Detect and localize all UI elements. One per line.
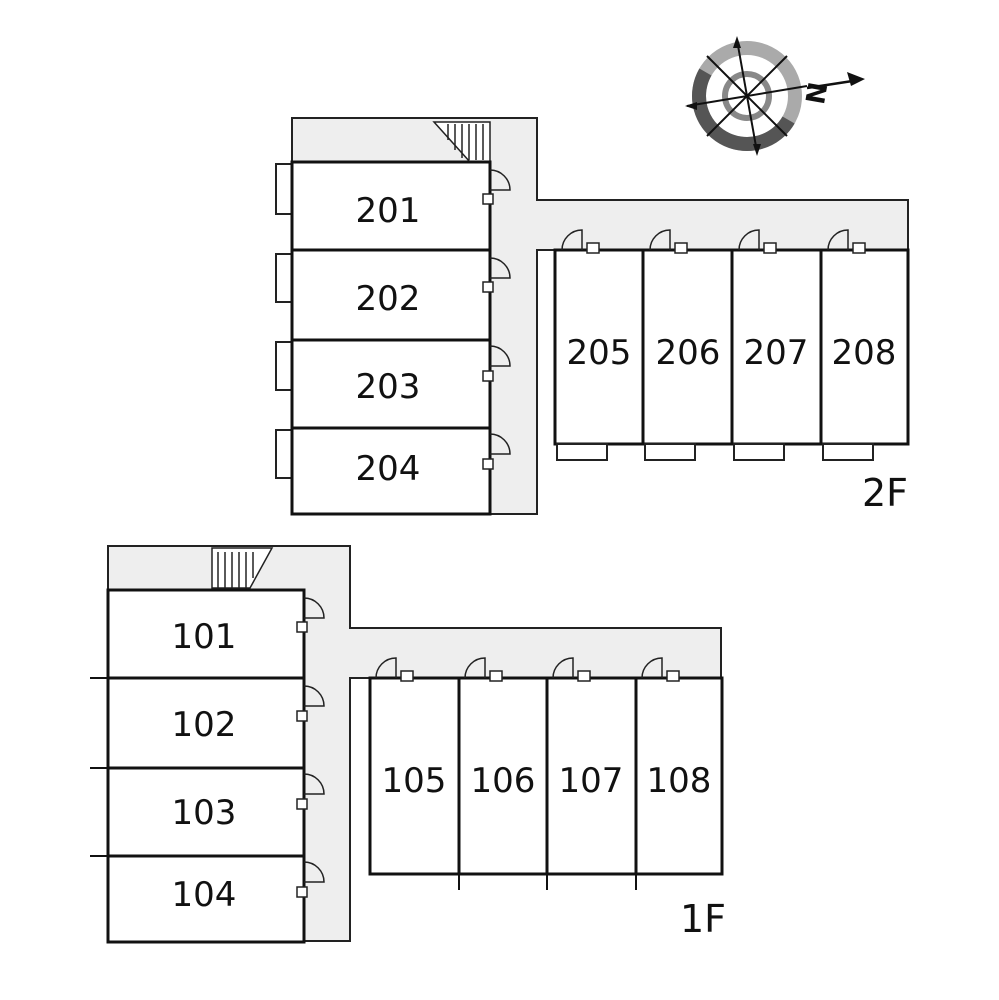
floor-label-2f: 2F <box>862 471 908 515</box>
unit-206[interactable]: 206 <box>641 229 734 461</box>
stairs-2f-icon <box>432 121 491 163</box>
unit-207[interactable]: 207 <box>730 229 823 461</box>
unit-208[interactable]: 208 <box>819 229 910 461</box>
unit-label-108: 108 <box>647 761 712 801</box>
unit-108[interactable]: 108 <box>634 657 724 890</box>
unit-label-102: 102 <box>172 705 237 745</box>
unit-202[interactable]: 202 <box>275 248 511 342</box>
unit-label-207: 207 <box>744 333 809 373</box>
unit-104[interactable]: 104 <box>90 854 325 944</box>
floor-2f: 201 202 203 204 20 <box>275 117 910 516</box>
floor-1f: 101 102 103 104 105 <box>90 545 726 944</box>
unit-205[interactable]: 205 <box>553 229 645 461</box>
unit-label-107: 107 <box>559 761 624 801</box>
unit-101[interactable]: 101 <box>106 588 325 680</box>
unit-103[interactable]: 103 <box>90 766 325 858</box>
unit-label-202: 202 <box>356 279 421 319</box>
unit-204[interactable]: 204 <box>275 426 511 516</box>
unit-label-208: 208 <box>832 333 897 373</box>
floor-label-1f: 1F <box>680 897 726 941</box>
unit-102[interactable]: 102 <box>90 676 325 770</box>
unit-label-104: 104 <box>172 875 237 915</box>
compass-north-label: N <box>801 80 834 107</box>
unit-201[interactable]: 201 <box>275 160 511 252</box>
unit-label-204: 204 <box>356 449 421 489</box>
compass-icon <box>685 36 865 156</box>
unit-106[interactable]: 106 <box>457 657 549 890</box>
unit-label-205: 205 <box>567 333 632 373</box>
unit-label-106: 106 <box>471 761 536 801</box>
unit-107[interactable]: 107 <box>545 657 638 890</box>
unit-label-101: 101 <box>172 617 237 657</box>
unit-label-105: 105 <box>382 761 447 801</box>
unit-203[interactable]: 203 <box>275 338 511 430</box>
unit-label-206: 206 <box>656 333 721 373</box>
unit-label-201: 201 <box>356 191 421 231</box>
stairs-1f-icon <box>211 547 274 589</box>
unit-label-203: 203 <box>356 367 421 407</box>
unit-105[interactable]: 105 <box>368 657 461 876</box>
unit-label-103: 103 <box>172 793 237 833</box>
